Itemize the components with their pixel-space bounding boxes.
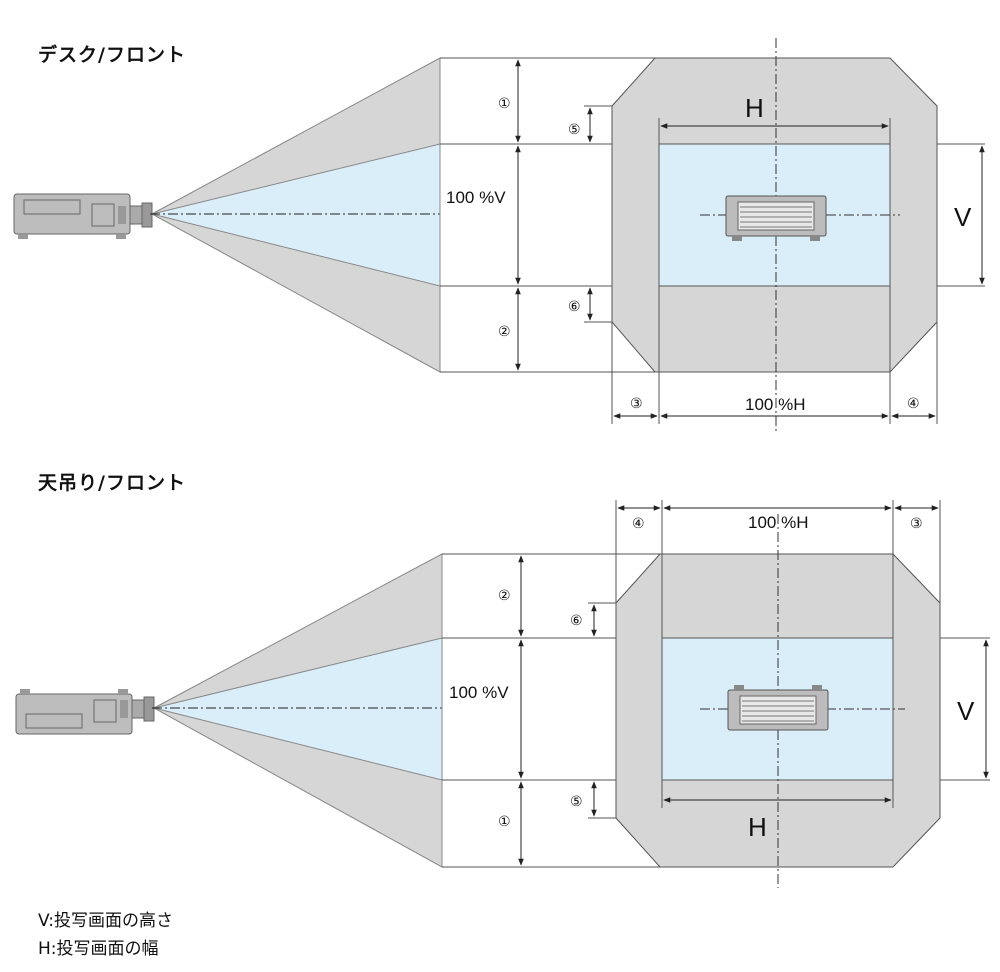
desk-front-diagram: ① ② ⑤ ⑥ ③ ④ 100 %V 100 %H H V [13, 38, 985, 432]
desk-label-5: ⑤ [568, 121, 581, 137]
desk-v-label: V [954, 202, 972, 232]
desk-h-label: H [745, 93, 764, 123]
projector-front-view-bottom [727, 685, 829, 731]
legend-v: V:投写画面の高さ [38, 911, 173, 931]
desk-label-4: ④ [907, 395, 920, 411]
ceiling-v-percent: 100 %V [449, 683, 509, 702]
ceiling-label-2: ② [498, 587, 511, 603]
ceiling-label-5: ⑤ [570, 793, 583, 809]
projector-side-view-top [13, 193, 153, 239]
ceiling-front-title: 天吊り/フロント [38, 472, 186, 494]
projector-front-view-top [725, 195, 827, 241]
projector-side-view-bottom [15, 689, 155, 735]
ceiling-h-label: H [748, 812, 767, 842]
ceiling-label-6: ⑥ [570, 612, 583, 628]
ceiling-label-4: ④ [632, 515, 645, 531]
ceiling-label-1: ① [498, 813, 511, 829]
desk-v-percent: 100 %V [446, 188, 506, 207]
ceiling-label-3: ③ [910, 515, 923, 531]
desk-front-title: デスク/フロント [38, 44, 186, 66]
ceiling-v-label: V [957, 696, 975, 726]
desk-label-3: ③ [630, 395, 643, 411]
desk-h-percent: 100 %H [745, 395, 805, 414]
desk-label-6: ⑥ [568, 298, 581, 314]
legend-h: H:投写画面の幅 [38, 939, 159, 959]
desk-label-1: ① [498, 95, 511, 111]
ceiling-front-diagram: ④ ③ ② ⑥ ⑤ ① 100 %H 100 %V H V [15, 500, 990, 888]
ceiling-h-percent: 100 %H [748, 513, 808, 532]
desk-label-2: ② [498, 323, 511, 339]
